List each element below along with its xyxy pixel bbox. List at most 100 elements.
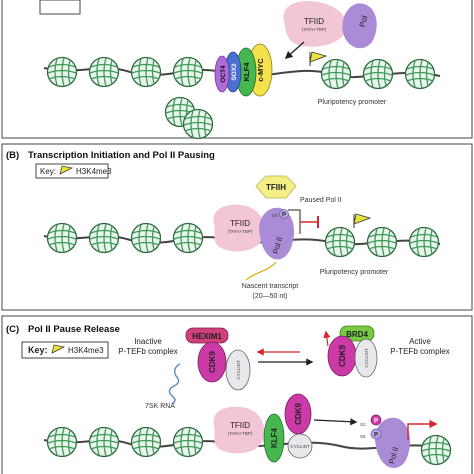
s2-label: S2	[360, 422, 366, 427]
nucleosome-icon	[88, 426, 120, 458]
phosphate-label: P	[374, 433, 378, 439]
pol2-label: Pol II	[271, 236, 284, 255]
nucleosome-icon	[46, 222, 78, 254]
nucleosome-icon	[130, 222, 162, 254]
panel-a: c-MYC KLF4 SOX2 OCT4 TFIID (TAFs+TBP) Po…	[1, 0, 473, 140]
tfiid-sub-label: (TAFs+TBP)	[302, 27, 327, 32]
cyclint-label: CYCLINT	[290, 444, 310, 449]
cdk9-label: CDK9	[338, 345, 347, 367]
pol2-protein	[259, 207, 295, 260]
nucleosome-icon	[46, 426, 78, 458]
active-complex-label: P-TEFb complex	[390, 347, 450, 356]
key-value: H3K4me3	[76, 167, 112, 176]
cdk9-label: CDK9	[294, 403, 303, 425]
nucleosome-icon	[320, 58, 352, 90]
phosphate-label: P	[282, 213, 286, 219]
h3k4me3-flag-icon	[59, 165, 74, 175]
nascent-label: Nascent transcript	[242, 283, 298, 290]
elongation-arrow	[407, 419, 438, 440]
panel-b-letter: (B)	[6, 150, 19, 161]
tfiih-protein	[255, 175, 297, 199]
nucleosome-icon	[404, 58, 436, 90]
nucleosome-icon	[130, 426, 162, 458]
panel-a-key-box	[39, 0, 81, 15]
cyclint-inactive	[225, 349, 251, 391]
panel-c-letter: (C)	[6, 324, 19, 335]
cdk9-label: CDK9	[208, 351, 217, 373]
phosphate-icon	[279, 209, 289, 219]
oct4-label: OCT4	[220, 65, 227, 83]
panel-b-title: Transcription Initiation and Pol II Paus…	[28, 150, 215, 161]
klf4-label: KLF4	[242, 62, 251, 82]
phosphate-label: P	[374, 419, 378, 425]
sox2-label: SOX2	[231, 63, 238, 81]
h3k4me3-flag-icon	[353, 213, 372, 225]
klf4-factor	[263, 413, 285, 463]
nucleosome-icon	[408, 226, 440, 258]
nucleosome-icon	[366, 226, 398, 258]
tfiid-sub-label: (TAFs+TBP)	[228, 431, 253, 436]
nucleosome-icon	[172, 56, 204, 88]
nucleosome-icon	[362, 58, 394, 90]
s5-label: S5	[272, 213, 278, 218]
panel-c-frame	[1, 315, 473, 474]
panel-c-title: Pol II Pause Release	[28, 324, 120, 335]
tfiid-protein	[213, 204, 265, 252]
tfiid-sub-label: (TAFs+TBP)	[228, 229, 253, 234]
nucleosome-icon	[130, 56, 162, 88]
pol-protein	[342, 3, 377, 49]
nascent-length: (20—50 nt)	[252, 293, 287, 300]
tfiid-label: TFIID	[230, 421, 250, 430]
hexim1-label: HEXIM1	[192, 332, 222, 341]
cyclint-label: CYCLINT	[236, 360, 241, 380]
cyclint-label: CYCLINT	[364, 348, 369, 368]
tfiid-label: TFIID	[304, 17, 324, 26]
nucleosome-icon	[324, 226, 356, 258]
pol2-label: Pol II	[387, 446, 400, 465]
cmyc-label: c-MYC	[256, 58, 265, 82]
paused-label: Paused Pol II	[300, 197, 342, 204]
brd4-label: BRD4	[346, 330, 368, 339]
recruit-arrow	[284, 41, 305, 60]
nucleosome-icon	[172, 426, 204, 458]
nucleosome-icon	[420, 434, 452, 466]
active-label: Active	[409, 337, 431, 346]
key-label: Key:	[40, 167, 56, 176]
cdk9-inactive	[197, 341, 227, 383]
pol2-protein	[375, 417, 411, 469]
inactive-complex-label: P-TEFb complex	[118, 347, 178, 356]
promoter-label: Pluripotency promoter	[320, 269, 389, 276]
cyclint-recruited	[287, 433, 313, 459]
pol-label: Pol	[358, 14, 370, 28]
nucleosome-icon	[172, 222, 204, 254]
nucleosome-icon	[88, 56, 120, 88]
oct4-factor	[214, 55, 230, 93]
phosphorylation-arrow	[313, 418, 358, 426]
s5-label: S5	[360, 434, 366, 439]
phosphate-icon	[370, 428, 382, 440]
brd4-arrow	[323, 330, 331, 347]
tfiid-label: TFIID	[230, 219, 250, 228]
h3k4me3-flag-icon	[309, 51, 328, 63]
panel-b-frame	[1, 143, 473, 311]
key-label: Key:	[28, 345, 48, 355]
tss-line	[288, 209, 301, 234]
key-value: H3K4me3	[68, 346, 104, 355]
klf4-label: KLF4	[270, 427, 279, 448]
panel-a-frame	[1, 0, 473, 139]
h3k4me3-flag-icon	[51, 344, 66, 354]
tfiid-protein	[283, 0, 347, 47]
nucleosome-icon	[46, 56, 78, 88]
promoter-label: Pluripotency promoter	[318, 99, 387, 106]
panel-b: (B) Transcription Initiation and Pol II …	[1, 143, 473, 311]
7sk-rna	[168, 363, 181, 405]
panel-c: (C) Pol II Pause Release Key: H3K4me3 In…	[1, 315, 473, 474]
panel-b-key-box	[35, 163, 109, 179]
inactive-label: Inactive	[134, 337, 162, 346]
panel-c-key-box	[21, 341, 109, 359]
nucleosome-icon	[88, 222, 120, 254]
tfiid-protein	[213, 406, 265, 454]
rna-label: 7SK RNA	[145, 403, 175, 410]
nascent-rna	[245, 261, 277, 281]
